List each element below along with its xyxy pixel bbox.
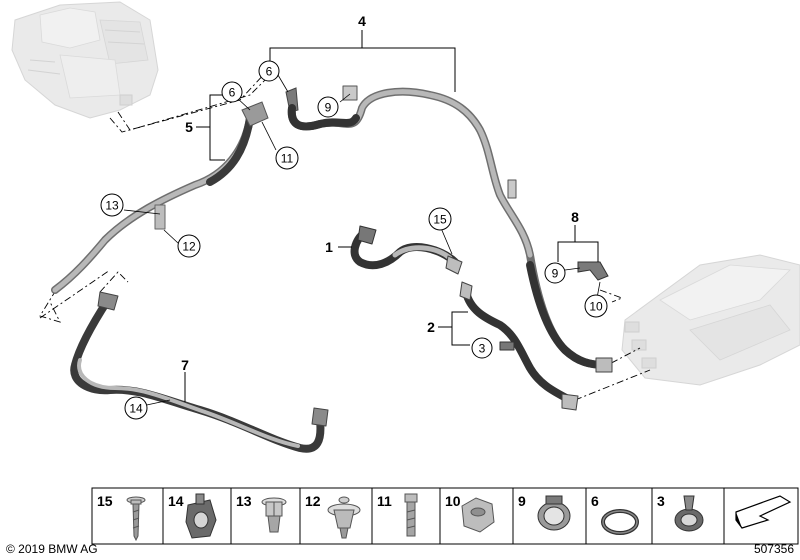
number-callouts: 1 2 4 5 7 8 <box>181 13 579 373</box>
svg-text:6: 6 <box>266 65 273 79</box>
callout-8: 8 <box>571 209 579 225</box>
coolant-hose-4 <box>287 85 613 373</box>
arrow-symbol-icon <box>735 495 792 529</box>
svg-text:6: 6 <box>229 86 236 100</box>
parts-strip: 15 14 13 12 11 10 9 6 3 <box>91 487 799 545</box>
coolant-hose-7 <box>70 291 329 453</box>
strip-label-3: 3 <box>657 493 665 509</box>
callout-7: 7 <box>181 357 189 373</box>
parts-strip-dividers <box>162 488 725 544</box>
strip-label-12: 12 <box>305 493 321 509</box>
coolant-hose-1 <box>350 225 463 275</box>
svg-text:9: 9 <box>552 267 559 281</box>
callout-6-upper: 6 <box>258 60 280 82</box>
callout-12: 12 <box>177 234 201 258</box>
bracket-lines <box>184 30 599 402</box>
holder-clip-icon <box>674 495 704 532</box>
svg-text:3: 3 <box>479 342 486 356</box>
diagram-number: 507356 <box>754 542 794 556</box>
screw-icon <box>126 496 146 542</box>
strip-label-11: 11 <box>377 493 392 509</box>
callout-15: 15 <box>428 207 452 231</box>
callout-14: 14 <box>124 396 148 420</box>
callout-4: 4 <box>358 13 366 29</box>
bolt-icon <box>404 493 418 537</box>
strip-label-15: 15 <box>97 493 113 509</box>
nut-icon <box>461 497 495 533</box>
expanding-rivet-icon <box>261 497 287 533</box>
svg-text:12: 12 <box>182 240 196 254</box>
svg-text:13: 13 <box>105 199 119 213</box>
callout-9-lower: 9 <box>544 262 566 284</box>
dashed-leaders <box>39 69 651 401</box>
strip-label-10: 10 <box>445 493 461 509</box>
coolant-hose-2 <box>459 281 579 411</box>
strip-label-9: 9 <box>518 493 526 509</box>
callout-9-upper: 9 <box>317 96 339 118</box>
callout-11: 11 <box>275 146 299 170</box>
coolant-hose-13 <box>51 114 254 294</box>
callout-2: 2 <box>427 319 435 335</box>
callout-1: 1 <box>325 239 333 255</box>
svg-text:14: 14 <box>129 402 143 416</box>
strip-label-6: 6 <box>591 493 599 509</box>
bracket-8 <box>577 261 609 281</box>
plastic-rivet-icon <box>327 496 361 539</box>
svg-text:10: 10 <box>589 300 603 314</box>
circle-callouts: 6 6 9 11 13 12 15 9 10 3 14 <box>100 60 608 420</box>
hose-clip-icon <box>185 493 217 539</box>
callout-10: 10 <box>584 294 608 318</box>
svg-text:9: 9 <box>325 101 332 115</box>
callout-13: 13 <box>100 193 124 217</box>
svg-text:11: 11 <box>281 152 294 166</box>
charging-unit-component <box>621 254 800 386</box>
callout-3: 3 <box>471 337 493 359</box>
electric-unit-component <box>11 1 159 119</box>
o-ring-icon <box>601 509 639 535</box>
strip-label-14: 14 <box>168 493 184 509</box>
strip-label-13: 13 <box>236 493 252 509</box>
copyright-text: © 2019 BMW AG <box>6 542 98 556</box>
callout-5: 5 <box>185 119 193 135</box>
callout-6-left: 6 <box>221 81 243 103</box>
clamp-icon <box>537 495 571 531</box>
svg-text:15: 15 <box>433 213 447 227</box>
